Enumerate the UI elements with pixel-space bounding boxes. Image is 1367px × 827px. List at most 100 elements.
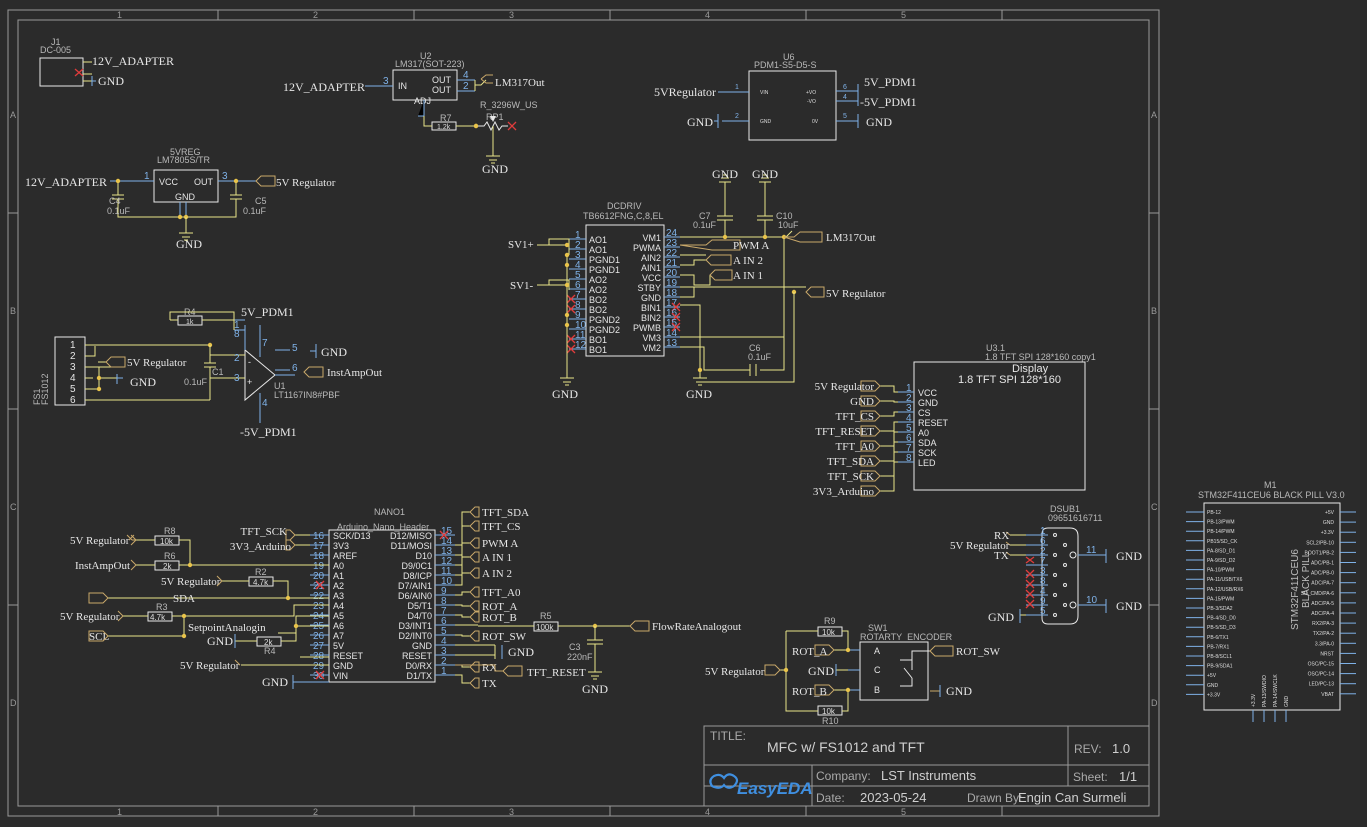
nano-right-flag: [469, 586, 480, 598]
dcdriv-right-pin-name: AIN2: [641, 253, 661, 263]
svg-text:7: 7: [1040, 556, 1046, 567]
disp-wire: [880, 461, 898, 492]
dcdriv-left-pin-num: 11: [575, 330, 586, 341]
svg-text:7: 7: [262, 338, 268, 349]
m1-right-pin-name: VBAT: [1321, 692, 1334, 698]
net-sda-left: SDA: [173, 593, 195, 605]
net-gnd-r4: GND: [207, 634, 233, 648]
nano-right-net-label: ROT_A: [482, 601, 518, 613]
nano-right-pin-num: 12: [441, 556, 453, 567]
r4-ref: R4: [264, 646, 276, 656]
svg-text:10: 10: [1086, 595, 1098, 606]
nano-right-pin-name: D12/MISO: [390, 531, 432, 541]
r3-value: 4.7k: [150, 613, 166, 622]
nano-left-pin-name: A3: [333, 591, 344, 601]
dcdriv-right-pin-name: GND: [641, 293, 662, 303]
nano-left-pin-name: 5V: [333, 641, 344, 651]
m1-left-pin-name: PB-12: [1207, 510, 1221, 516]
nano-right-wire: [455, 572, 470, 586]
net-lm317out-u2: LM317Out: [495, 77, 545, 89]
dcdriv-left-pin-num: 10: [575, 320, 587, 331]
u2-lm317: U2 LM317(SOT-223) IN OUT OUT ADJ 342: [365, 51, 475, 117]
net-ain2: A IN 2: [733, 255, 763, 267]
r4top-value: 1k: [186, 319, 194, 326]
svg-text:3: 3: [383, 76, 389, 87]
m1-body1: STM32F411CEU6: [1290, 549, 1301, 630]
m1-left-pin-name: PB-6/TX1: [1207, 635, 1229, 641]
dcdriv-right-pin-name: VM1: [642, 233, 661, 243]
u6-ref: U6: [783, 52, 795, 62]
nano-left-pin-num: 16: [313, 531, 325, 542]
net-gnd-dsub-11: GND: [1116, 549, 1142, 563]
nano-right-flag: [469, 661, 480, 673]
nano-right-pin-num: 10: [441, 576, 453, 587]
nano-left-pin-name: AREF: [333, 551, 358, 561]
disp-wire: [880, 421, 898, 432]
disp-wire: [880, 400, 898, 403]
col-3-bottom: 3: [509, 807, 514, 817]
disp-pin-num: 4: [906, 413, 912, 424]
nano-ref: NANO1: [374, 507, 405, 517]
company-value: LST Instruments: [881, 768, 977, 783]
nano-left-pin-num: 19: [313, 561, 325, 572]
dcdriv-left-pin-num: 8: [575, 300, 581, 311]
dcdriv-left-pin-num: 4: [575, 260, 581, 271]
net-instamp-r6: InstAmpOut: [75, 560, 130, 572]
nano-left-pin-num: 29: [313, 661, 325, 672]
nano-noconnect: [315, 580, 325, 590]
dcdriv-right-pin-name: STBY: [637, 283, 661, 293]
net-5vreg-fs1: 5V Regulator: [127, 357, 187, 369]
net-gnd-dsub: GND: [988, 610, 1014, 624]
disp-pin-name: LED: [918, 458, 936, 468]
disp-pin-name: VCC: [918, 388, 938, 398]
nano-noconnect-right: [439, 530, 449, 540]
nano-right-pin-name: D7/AIN1: [398, 581, 432, 591]
nano-flag: [285, 529, 296, 551]
svg-text:5: 5: [292, 343, 298, 354]
dsub-ref: DSUB1: [1050, 504, 1080, 514]
svg-text:2: 2: [1040, 546, 1046, 557]
disp-net-label: TFT_A0: [836, 441, 875, 453]
dcdriv-right-pin-num: 19: [666, 278, 678, 289]
svg-text:3: 3: [234, 373, 240, 384]
r8-ref: R8: [164, 526, 176, 536]
m1-right-pin-name: ADC/PA-5: [1311, 601, 1334, 607]
disp-subtitle: 1.8 TFT SPI 128*160: [958, 374, 1061, 386]
col-4: 4: [705, 10, 710, 20]
nano-right-pin-name: D9/0C1: [401, 561, 432, 571]
row-c: C: [10, 502, 17, 512]
m1-right-pin-name: TX2/PA-2: [1313, 631, 1335, 637]
display-tft: U3.1 1.8 TFT SPI 128*160 copy1 Display 1…: [898, 343, 1096, 491]
dcdriv-noconnect-right: [671, 302, 681, 312]
m1-left-pin-name: GND: [1207, 683, 1219, 689]
r4-gain-resistor: R4 1k: [169, 307, 235, 330]
disp-net-label: 3V3_Arduino: [813, 486, 875, 498]
r2-value: 4.7k: [253, 578, 269, 587]
c7-value: 0.1uF: [693, 220, 717, 230]
col-1-bottom: 1: [117, 807, 122, 817]
col-5-bottom: 5: [901, 807, 906, 817]
dcdriv-right-pin-num: 14: [666, 328, 678, 339]
nano-right-net-label: ROT_SW: [482, 631, 527, 643]
nano-right-net-label: TFT_SDA: [482, 507, 529, 519]
m1-bottom-pin-name: PA-13/SWDIO: [1262, 675, 1268, 707]
dcdriv-right-pin-num: 24: [666, 228, 678, 239]
disp-pin-num: 6: [906, 433, 912, 444]
svg-text:4: 4: [843, 94, 847, 101]
dcdriv-left-pin-num: 1: [575, 230, 581, 241]
nano-right-pin-name: D5/T1: [407, 601, 432, 611]
m1-left-pin-name: +3.3V: [1207, 692, 1221, 698]
col-2: 2: [313, 10, 318, 20]
m1-right-pin-name: BOOT1/PB-2: [1305, 550, 1335, 556]
r5-ref: R5: [540, 611, 552, 621]
dcdriv-left-pin-name: PGND1: [589, 265, 620, 275]
u2-pin-adj: ADJ: [414, 96, 431, 106]
net-m5pdm-u1: -5V_PDM1: [240, 425, 297, 439]
m1-right-pin-name: SCL2/PB-10: [1306, 540, 1334, 546]
m1-right-pin-name: OSC/PC-14: [1308, 672, 1335, 678]
nano-right-pin-num: 14: [441, 536, 453, 547]
vreg-ref: 5VREG: [170, 147, 201, 157]
title-label: TITLE:: [710, 729, 746, 743]
drawing-title: MFC w/ FS1012 and TFT: [767, 739, 925, 755]
